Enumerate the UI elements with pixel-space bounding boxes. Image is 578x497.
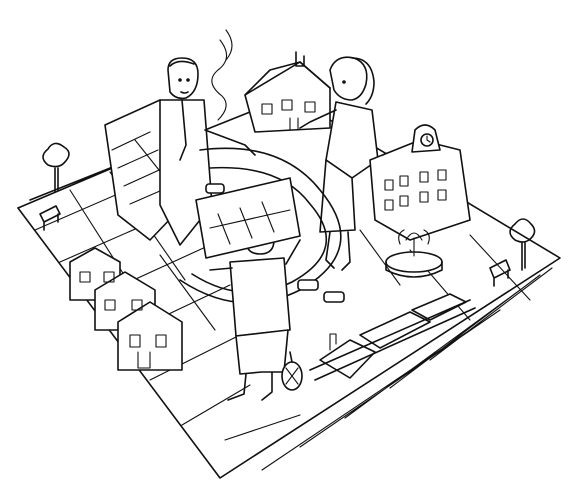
town-hall — [369, 124, 471, 241]
train — [309, 293, 476, 381]
woman — [299, 56, 379, 271]
tree-left — [42, 142, 70, 193]
tree-right — [509, 218, 536, 271]
house-model — [244, 51, 331, 133]
tennis-racket-icon — [281, 351, 303, 391]
fountain — [385, 229, 443, 278]
row-houses — [69, 247, 183, 371]
bench-right — [489, 259, 511, 287]
blueprint-frame — [195, 177, 301, 259]
bench-left — [39, 205, 61, 231]
